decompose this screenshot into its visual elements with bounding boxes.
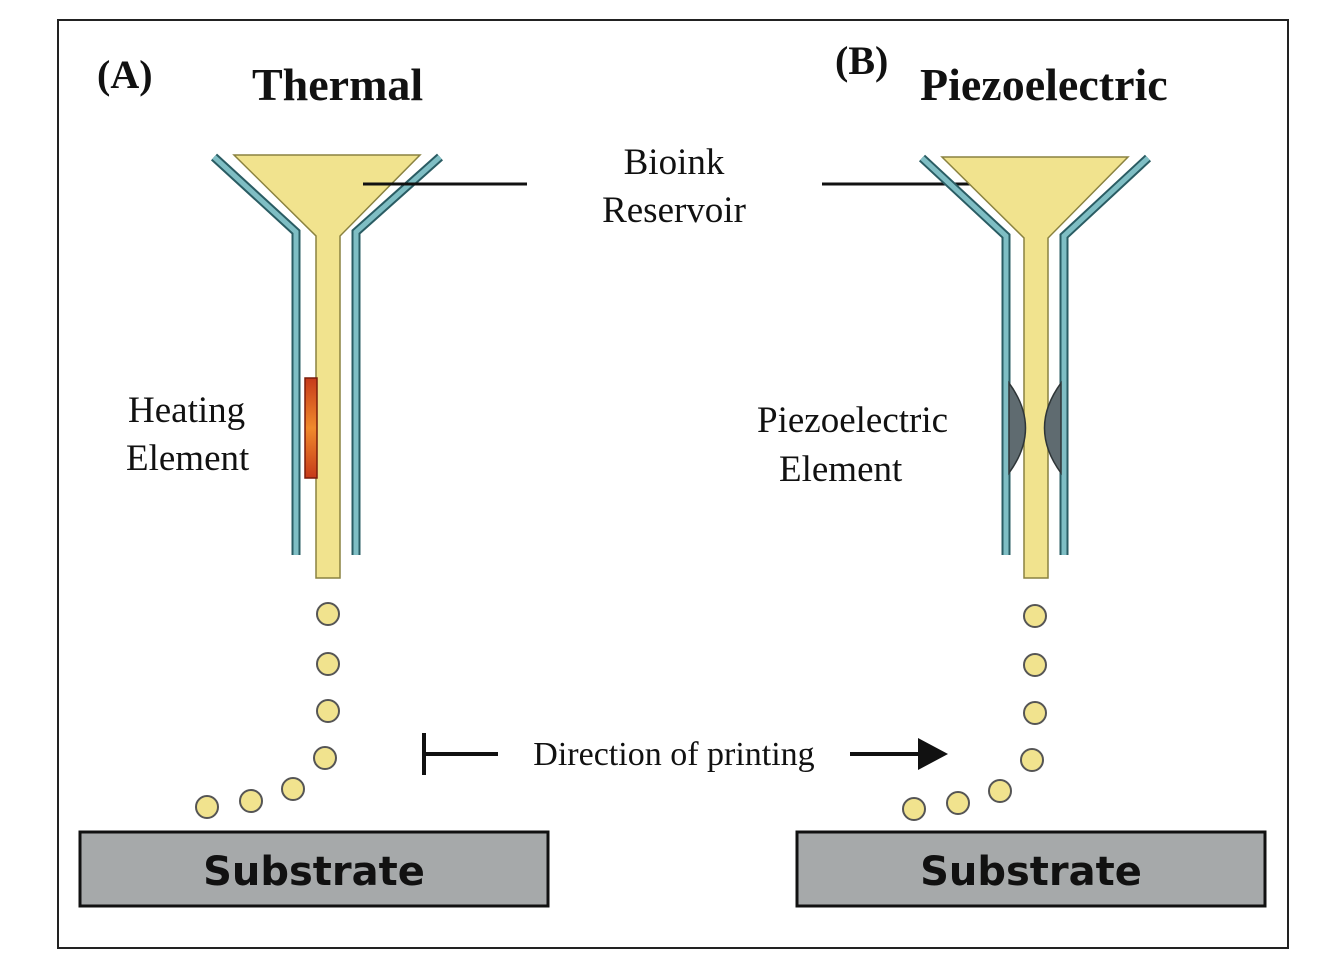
reservoir-label-line1: Bioink [624,142,725,183]
direction-label: Direction of printing [533,736,814,773]
panel-b-letter: (B) [835,38,888,83]
substrate-b [795,830,1267,908]
piezo-element-label-line2: Element [779,449,903,490]
piezo-element-right [1043,380,1062,476]
droplet [316,652,340,676]
reservoir-label-line2: Reservoir [602,190,746,231]
droplet [1023,701,1047,725]
droplet [313,746,337,770]
substrate-a [78,830,550,908]
droplet [1023,653,1047,677]
heating-element-label-line1: Heating [128,390,245,431]
droplet [239,789,263,813]
thermal-bioink [232,154,422,579]
droplet [316,602,340,626]
droplet [195,795,219,819]
panel-a-title: Thermal [252,59,423,110]
thermal-droplets [195,602,340,819]
droplet [1023,604,1047,628]
piezo-element-label-line1: Piezoelectric [757,400,948,441]
piezo-droplets [902,604,1047,821]
piezo-nozzle [918,154,1152,579]
piezo-element-left [1008,380,1027,476]
droplet [1020,748,1044,772]
substrate-b-label: Substrate [920,849,1142,895]
direction-arrow-head [918,738,948,770]
droplet [946,791,970,815]
panel-b-title: Piezoelectric [920,59,1168,110]
droplet [902,797,926,821]
droplet [281,777,305,801]
heating-element [304,377,318,479]
thermal-nozzle [210,153,443,579]
piezo-bioink [940,156,1130,579]
direction-indicator: Direction of printing [422,733,948,775]
droplet [988,779,1012,803]
droplet [316,699,340,723]
heating-element-label-line2: Element [126,438,250,479]
panel-a-letter: (A) [97,52,153,97]
substrate-a-label: Substrate [203,849,425,895]
